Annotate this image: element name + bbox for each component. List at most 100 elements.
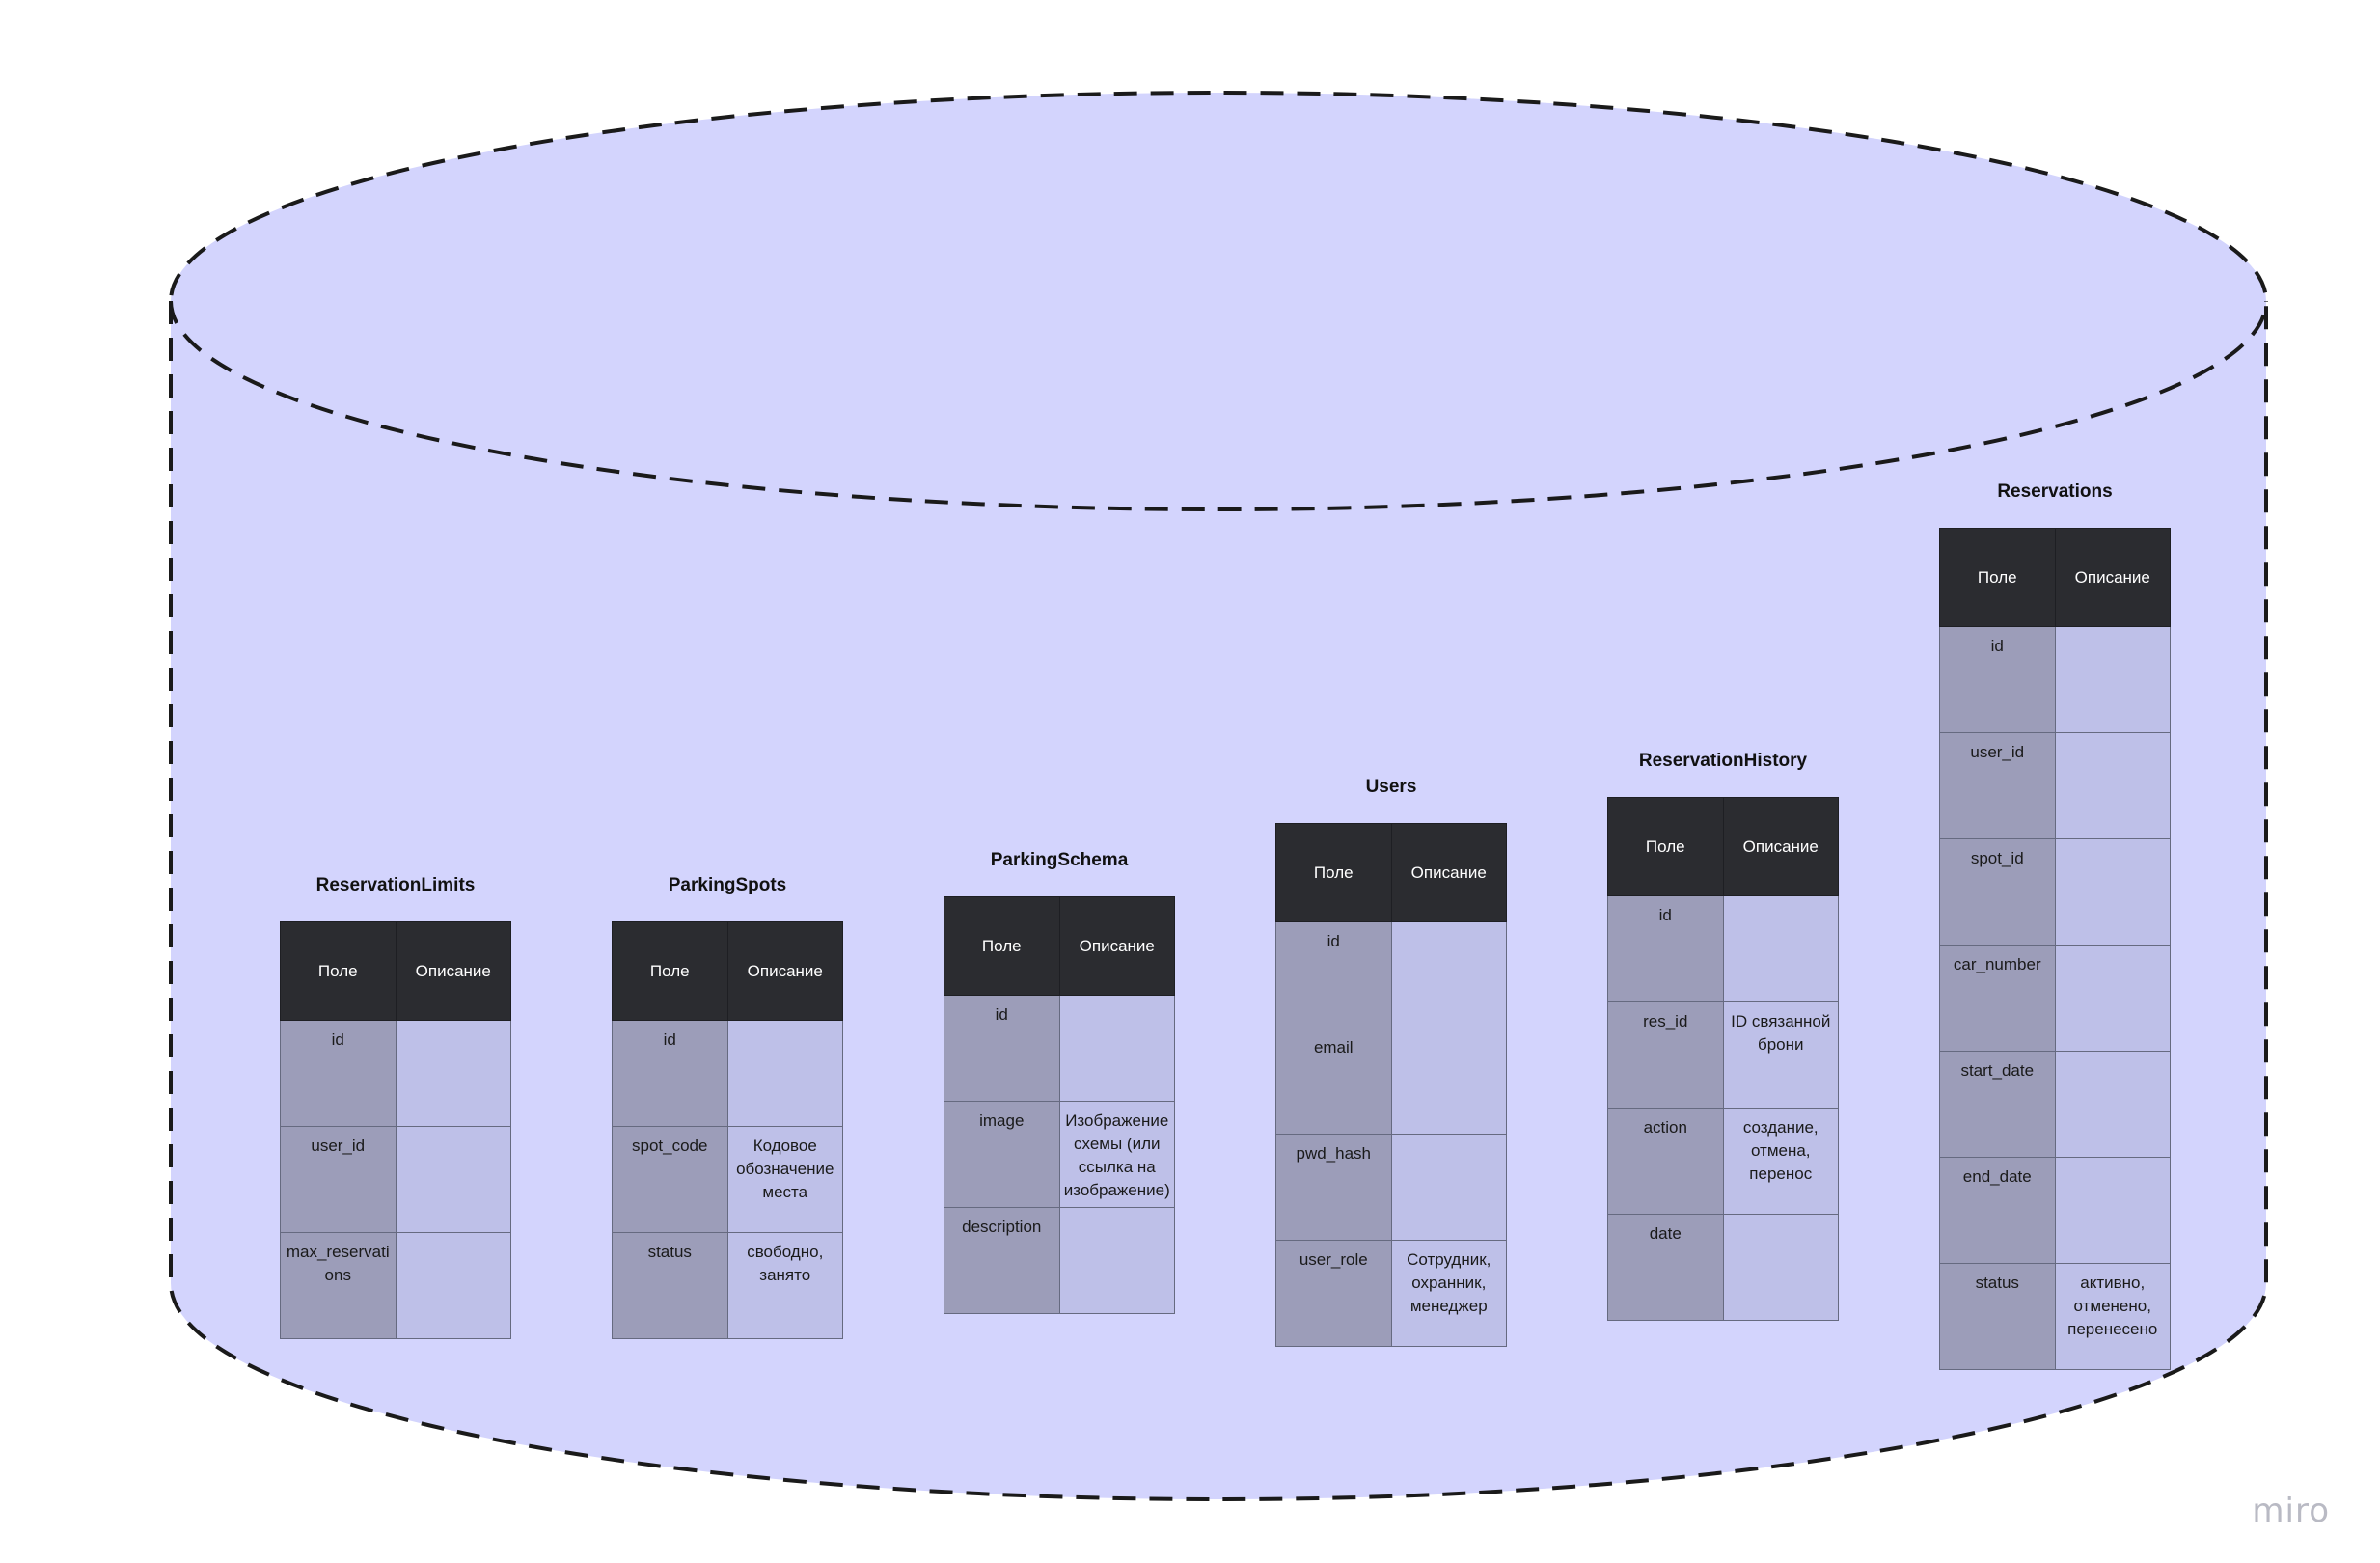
cylinder-top-rim [169, 300, 2268, 511]
table-title: ParkingSpots [668, 875, 787, 895]
field-cell: spot_id [1939, 838, 2056, 946]
table-row: id [944, 995, 1175, 1102]
description-cell [2054, 1051, 2171, 1158]
field-cell: max_reservations [280, 1232, 397, 1339]
table-title: Reservations [1997, 481, 2113, 502]
description-cell [395, 1020, 511, 1127]
header-field: Поле [280, 921, 397, 1021]
description-cell [1390, 1134, 1507, 1241]
table-row: date [1607, 1214, 1839, 1321]
description-cell [395, 1232, 511, 1339]
field-cell: id [1275, 921, 1392, 1028]
field-cell: res_id [1607, 1001, 1724, 1109]
field-cell: end_date [1939, 1157, 2056, 1264]
description-cell [395, 1126, 511, 1233]
header-field: Поле [1607, 797, 1724, 896]
description-cell [2054, 838, 2171, 946]
field-cell: date [1607, 1214, 1724, 1321]
description-cell: создание, отмена, перенос [1722, 1108, 1839, 1215]
description-cell [1390, 1028, 1507, 1135]
table-row: id [612, 1020, 843, 1127]
header-field: Поле [612, 921, 728, 1021]
table-row: id [280, 1020, 511, 1127]
table-row: max_reservations [280, 1232, 511, 1339]
field-cell: car_number [1939, 945, 2056, 1052]
description-cell [2054, 626, 2171, 733]
header-description: Описание [1058, 896, 1175, 996]
description-cell [1058, 995, 1175, 1102]
field-cell: email [1275, 1028, 1392, 1135]
field-cell: action [1607, 1108, 1724, 1215]
table-title: Users [1365, 777, 1417, 797]
table-row: user_id [280, 1126, 511, 1233]
table-title: ParkingSchema [990, 850, 1129, 870]
field-cell: pwd_hash [1275, 1134, 1392, 1241]
description-cell [2054, 1157, 2171, 1264]
field-cell: status [612, 1232, 728, 1339]
field-cell: user_role [1275, 1240, 1392, 1347]
header-description: Описание [726, 921, 843, 1021]
header-field: Поле [1939, 528, 2056, 627]
description-cell [2054, 945, 2171, 1052]
table-row: end_date [1939, 1157, 2171, 1264]
miro-logo: miro [2252, 1492, 2330, 1530]
table-title: ReservationHistory [1638, 751, 1808, 771]
field-cell: description [944, 1207, 1060, 1314]
header-description: Описание [2054, 528, 2171, 627]
description-cell: ID связанной брони [1722, 1001, 1839, 1109]
table-row: user_id [1939, 732, 2171, 839]
header-field: Поле [944, 896, 1060, 996]
header-description: Описание [1390, 823, 1507, 922]
field-cell: id [944, 995, 1060, 1102]
header-description: Описание [1722, 797, 1839, 896]
table-row: id [1939, 626, 2171, 733]
field-cell: user_id [1939, 732, 2056, 839]
description-cell: свободно, занято [726, 1232, 843, 1339]
table-title: ReservationLimits [315, 875, 476, 895]
description-cell [726, 1020, 843, 1127]
table-row: spot_id [1939, 838, 2171, 946]
description-cell [1722, 1214, 1839, 1321]
field-cell: id [1607, 895, 1724, 1002]
description-cell [2054, 732, 2171, 839]
header-description: Описание [395, 921, 511, 1021]
description-cell [1722, 895, 1839, 1002]
header-field: Поле [1275, 823, 1392, 922]
description-cell [1058, 1207, 1175, 1314]
field-cell: user_id [280, 1126, 397, 1233]
description-cell: Кодовое обозначение места [726, 1126, 843, 1233]
table-row: description [944, 1207, 1175, 1314]
description-cell [1390, 921, 1507, 1028]
table-row: id [1275, 921, 1507, 1028]
table-row: id [1607, 895, 1839, 1002]
description-cell: Сотрудник, охранник, менеджер [1390, 1240, 1507, 1347]
table-row: pwd_hash [1275, 1134, 1507, 1241]
field-cell: status [1939, 1263, 2056, 1370]
field-cell: image [944, 1101, 1060, 1208]
field-cell: start_date [1939, 1051, 2056, 1158]
table-row: email [1275, 1028, 1507, 1135]
table-row: car_number [1939, 945, 2171, 1052]
